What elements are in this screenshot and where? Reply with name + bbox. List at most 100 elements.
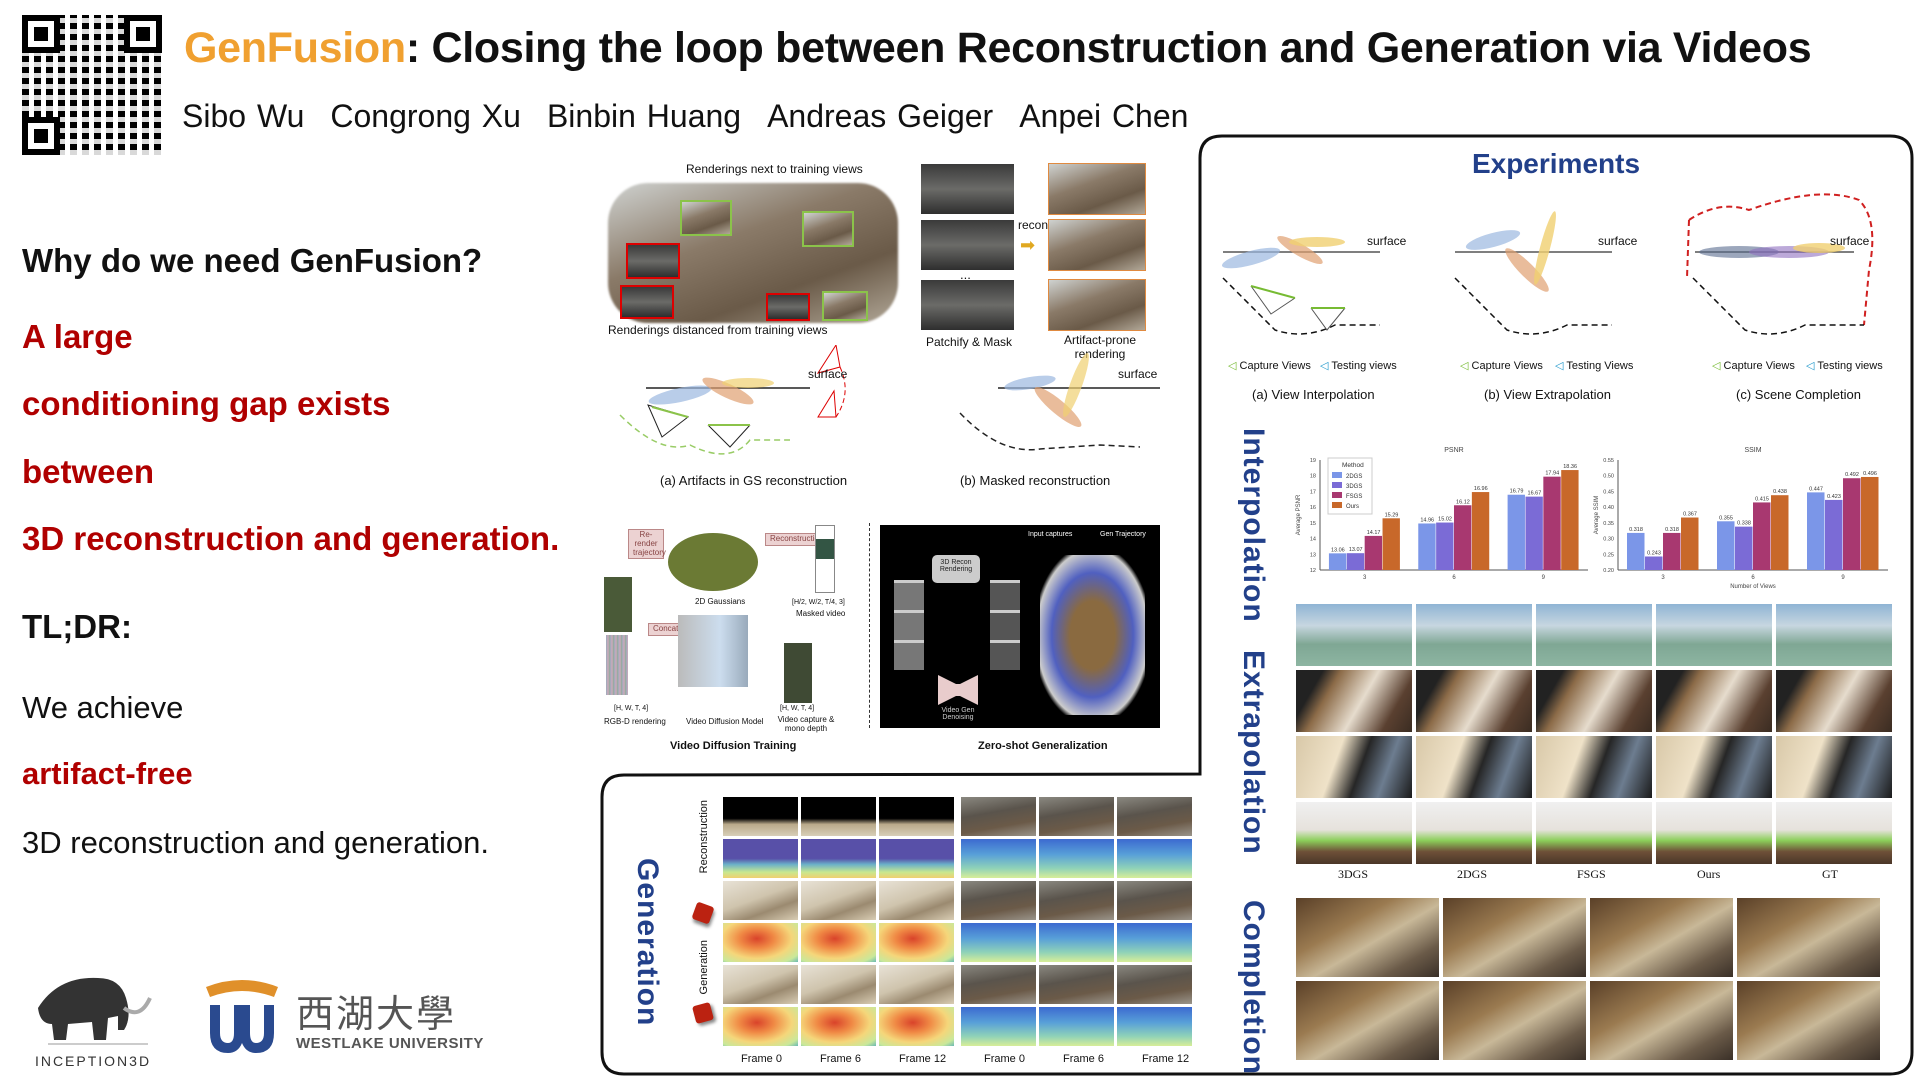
artifact-render-image xyxy=(1048,163,1146,215)
input-captures-legend: Input captures xyxy=(1028,531,1073,538)
surface-label: surface xyxy=(1830,234,1870,248)
recon-label: recon xyxy=(1018,218,1049,232)
bar xyxy=(1771,495,1789,570)
westlake-en: WESTLAKE UNIVERSITY xyxy=(296,1035,484,1052)
bar xyxy=(1717,521,1735,570)
result-thumbnail xyxy=(1775,603,1893,667)
result-thumbnail xyxy=(960,964,1037,1005)
gaussians-label: 2D Gaussians xyxy=(695,597,746,606)
legend-label: Ours xyxy=(1346,504,1359,510)
method-label: Ours xyxy=(1697,867,1721,881)
capture-dims: [H, W, T, 4] xyxy=(780,705,815,712)
result-thumbnail xyxy=(800,796,877,837)
near-view-thumb xyxy=(822,291,868,321)
legend-text: Testing views xyxy=(1331,360,1397,372)
caption-a: (a) Artifacts in GS reconstruction xyxy=(660,473,848,488)
y-axis-label: Average SSIM xyxy=(1594,496,1600,535)
result-thumbnail xyxy=(1116,796,1193,837)
method-label: FSGS xyxy=(1577,867,1606,881)
result-thumbnail xyxy=(1038,838,1115,879)
result-thumbnail xyxy=(1295,897,1440,978)
far-view-thumb xyxy=(766,293,810,321)
method-label: GT xyxy=(1822,867,1838,881)
masked-dims: [H/2, W/2, T/4, 3] xyxy=(792,599,845,606)
result-thumbnail xyxy=(722,964,799,1005)
testing-view-icon: ◁ xyxy=(1320,360,1332,372)
extrapolation-label: Extrapolation xyxy=(1237,650,1270,855)
data-label: 14.17 xyxy=(1367,530,1381,536)
method-label: 3DGS xyxy=(1338,867,1369,881)
result-thumbnail xyxy=(800,922,877,963)
y-tick-label: 13 xyxy=(1310,552,1316,558)
capture-view-icon: ◁ xyxy=(1712,360,1724,372)
legend-text: Capture Views xyxy=(1723,360,1795,372)
surface-diagrams xyxy=(619,345,1160,455)
result-thumbnail xyxy=(1116,880,1193,921)
film-strip xyxy=(990,580,1020,670)
westlake-cn: 西湖大學 xyxy=(296,992,457,1036)
tldr-highlight: artifact-free xyxy=(22,756,193,791)
bar xyxy=(1382,518,1400,570)
extrapolation-grid xyxy=(1295,603,1893,865)
y-tick-label: 0.45 xyxy=(1603,489,1614,495)
legend-swatch xyxy=(1332,472,1342,478)
bar xyxy=(1436,522,1454,570)
surface-label: surface xyxy=(1598,234,1638,248)
interpolation-diagram xyxy=(1221,236,1380,335)
motivation-line: 3D reconstruction and generation. xyxy=(22,520,560,557)
legend-text: Capture Views xyxy=(1471,360,1543,372)
bar xyxy=(1454,505,1472,570)
data-label: 15.29 xyxy=(1385,512,1399,518)
testing-views-legend: ◁ Testing views xyxy=(1806,359,1883,372)
qr-code-icon[interactable] xyxy=(22,15,162,155)
capture-views-legend: ◁ Capture Views xyxy=(1712,359,1795,372)
result-thumbnail xyxy=(1116,964,1193,1005)
result-thumbnail xyxy=(878,880,955,921)
result-thumbnail xyxy=(1116,922,1193,963)
bar xyxy=(1328,553,1347,570)
data-label: 15.02 xyxy=(1438,517,1452,523)
result-thumbnail xyxy=(1415,669,1533,733)
legend-swatch xyxy=(1332,502,1342,508)
result-thumbnail xyxy=(1295,735,1413,799)
y-tick-label: 0.25 xyxy=(1603,552,1614,558)
mammoth-icon xyxy=(38,977,152,1045)
result-thumbnail xyxy=(1775,735,1893,799)
result-thumbnail xyxy=(960,838,1037,879)
y-tick-label: 16 xyxy=(1310,505,1316,511)
data-label: 0.318 xyxy=(1629,527,1643,533)
caption-b: (b) Masked reconstruction xyxy=(960,473,1111,488)
method-figure: Renderings next to training views Render… xyxy=(600,155,1200,495)
data-label: 14.96 xyxy=(1420,517,1434,523)
motivation-line: A large xyxy=(22,318,133,355)
y-tick-label: 19 xyxy=(1310,458,1316,464)
chart-title: PSNR xyxy=(1444,447,1463,454)
surface-label: surface xyxy=(1367,234,1407,248)
tldr-line: We achieve xyxy=(22,690,184,725)
data-label: 0.338 xyxy=(1737,521,1751,527)
result-thumbnail xyxy=(1116,1006,1193,1047)
data-label: 16.96 xyxy=(1474,486,1488,492)
result-thumbnail xyxy=(800,880,877,921)
rgb-frames-image xyxy=(604,577,632,632)
data-label: 16.79 xyxy=(1510,489,1524,495)
masked-patch-image xyxy=(920,279,1015,331)
y-tick-label: 0.20 xyxy=(1603,568,1614,574)
y-tick-label: 0.30 xyxy=(1603,537,1614,543)
data-label: 0.496 xyxy=(1863,471,1877,477)
bar xyxy=(1807,492,1825,570)
near-views-label: Renderings next to training views xyxy=(686,162,863,176)
data-label: 13.07 xyxy=(1349,547,1363,553)
result-thumbnail xyxy=(1775,669,1893,733)
extrapolation-diagram xyxy=(1454,211,1612,335)
result-thumbnail xyxy=(878,1006,955,1047)
testing-view-icon: ◁ xyxy=(1806,360,1818,372)
result-thumbnail xyxy=(722,838,799,879)
result-thumbnail xyxy=(1655,669,1773,733)
y-tick-label: 0.50 xyxy=(1603,474,1614,480)
dice-icon xyxy=(691,1001,715,1025)
chart-title: SSIM xyxy=(1744,447,1761,454)
masked-patch-image xyxy=(920,163,1015,215)
masked-video-label: Masked video xyxy=(796,609,846,618)
